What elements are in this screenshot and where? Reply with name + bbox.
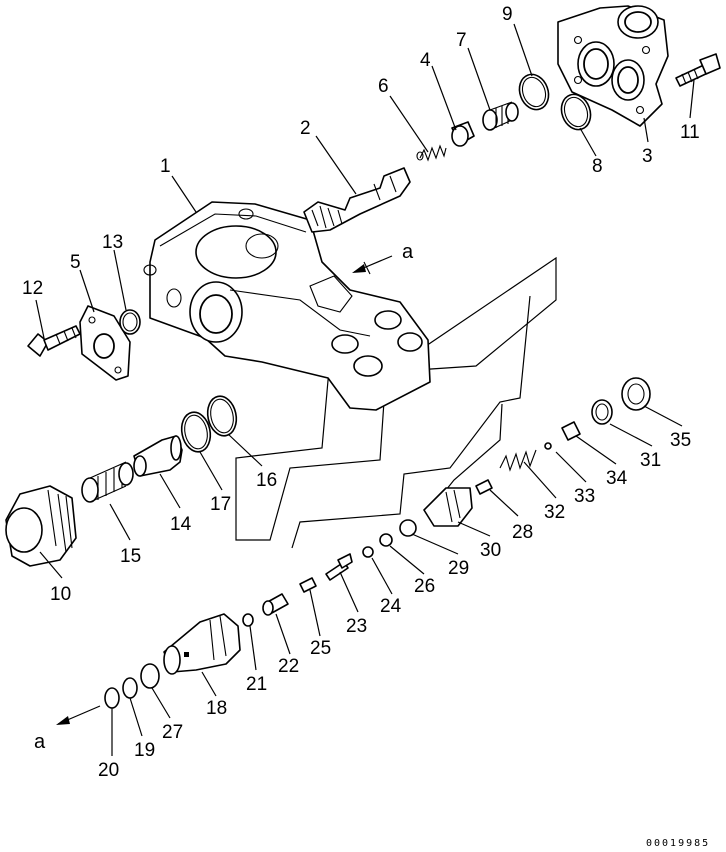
o-ring [399,519,417,537]
backup-ring [122,677,138,699]
o-ring [180,411,212,453]
callout-6: 6 [378,76,389,97]
callout-15: 15 [120,546,141,567]
callout-13: 13 [102,232,123,253]
callout-30: 30 [480,540,501,561]
callout-29: 29 [448,558,469,579]
o-ring [119,309,141,335]
spring [482,101,519,131]
callout-32: 32 [544,502,565,523]
callout-26: 26 [414,576,435,597]
callout-25: 25 [310,638,331,659]
o-ring [104,687,120,709]
callout-7: 7 [456,30,467,51]
plug [299,577,317,593]
callout-1: 1 [160,156,171,177]
view-arrow-lower [56,705,101,725]
bolt [27,325,81,357]
callout-2: 2 [300,118,311,139]
callout-4: 4 [420,50,431,71]
ball [544,442,552,450]
callout-24: 24 [380,596,402,617]
bolt [675,53,721,87]
o-ring [140,663,160,689]
piston [133,435,183,477]
callout-labels: 1 2 3 4 5 6 7 8 9 10 11 12 13 14 15 16 1… [22,4,700,781]
poppet [475,479,493,495]
o-ring [560,93,592,131]
callout-9: 9 [502,4,513,25]
valve-sleeve [163,613,241,675]
callout-34: 34 [606,468,628,489]
nut [242,613,254,627]
callout-14: 14 [170,514,192,535]
o-ring [518,73,550,111]
relief-valve [423,487,473,527]
adjust-screw [325,553,353,581]
callout-28: 28 [512,522,533,543]
cap-nut [5,485,77,567]
callout-23: 23 [346,616,367,637]
port-cover [557,5,669,127]
callout-35: 35 [670,430,691,451]
leader-lines [35,23,695,756]
callout-22: 22 [278,656,299,677]
seat-plug [451,121,475,147]
plug [561,421,581,441]
callout-17: 17 [210,494,231,515]
nut [362,546,374,558]
washer [379,533,393,547]
sleeve [262,593,289,616]
view-mark-upper: a [402,241,414,263]
callout-11: 11 [680,122,700,143]
callout-8: 8 [592,156,603,177]
callout-16: 16 [256,470,277,491]
callout-10: 10 [50,584,71,605]
callout-3: 3 [642,146,653,167]
callout-19: 19 [134,740,155,761]
spool [303,167,411,233]
callout-27: 27 [162,722,183,743]
spring [499,449,537,472]
nut [591,399,613,425]
flange [79,305,131,381]
callout-20: 20 [98,760,119,781]
callout-12: 12 [22,278,43,299]
view-mark-lower: a [34,731,46,753]
small-spring [416,144,447,162]
o-ring [206,395,238,437]
lock-nut [621,377,651,411]
callout-21: 21 [246,674,267,695]
callout-33: 33 [574,486,595,507]
drawing-code: 00019985 [646,838,710,849]
callout-5: 5 [70,252,81,273]
callout-31: 31 [640,450,661,471]
spring [81,461,134,503]
callout-18: 18 [206,698,227,719]
valve-body [143,201,431,411]
view-arrow-upper [352,255,393,275]
